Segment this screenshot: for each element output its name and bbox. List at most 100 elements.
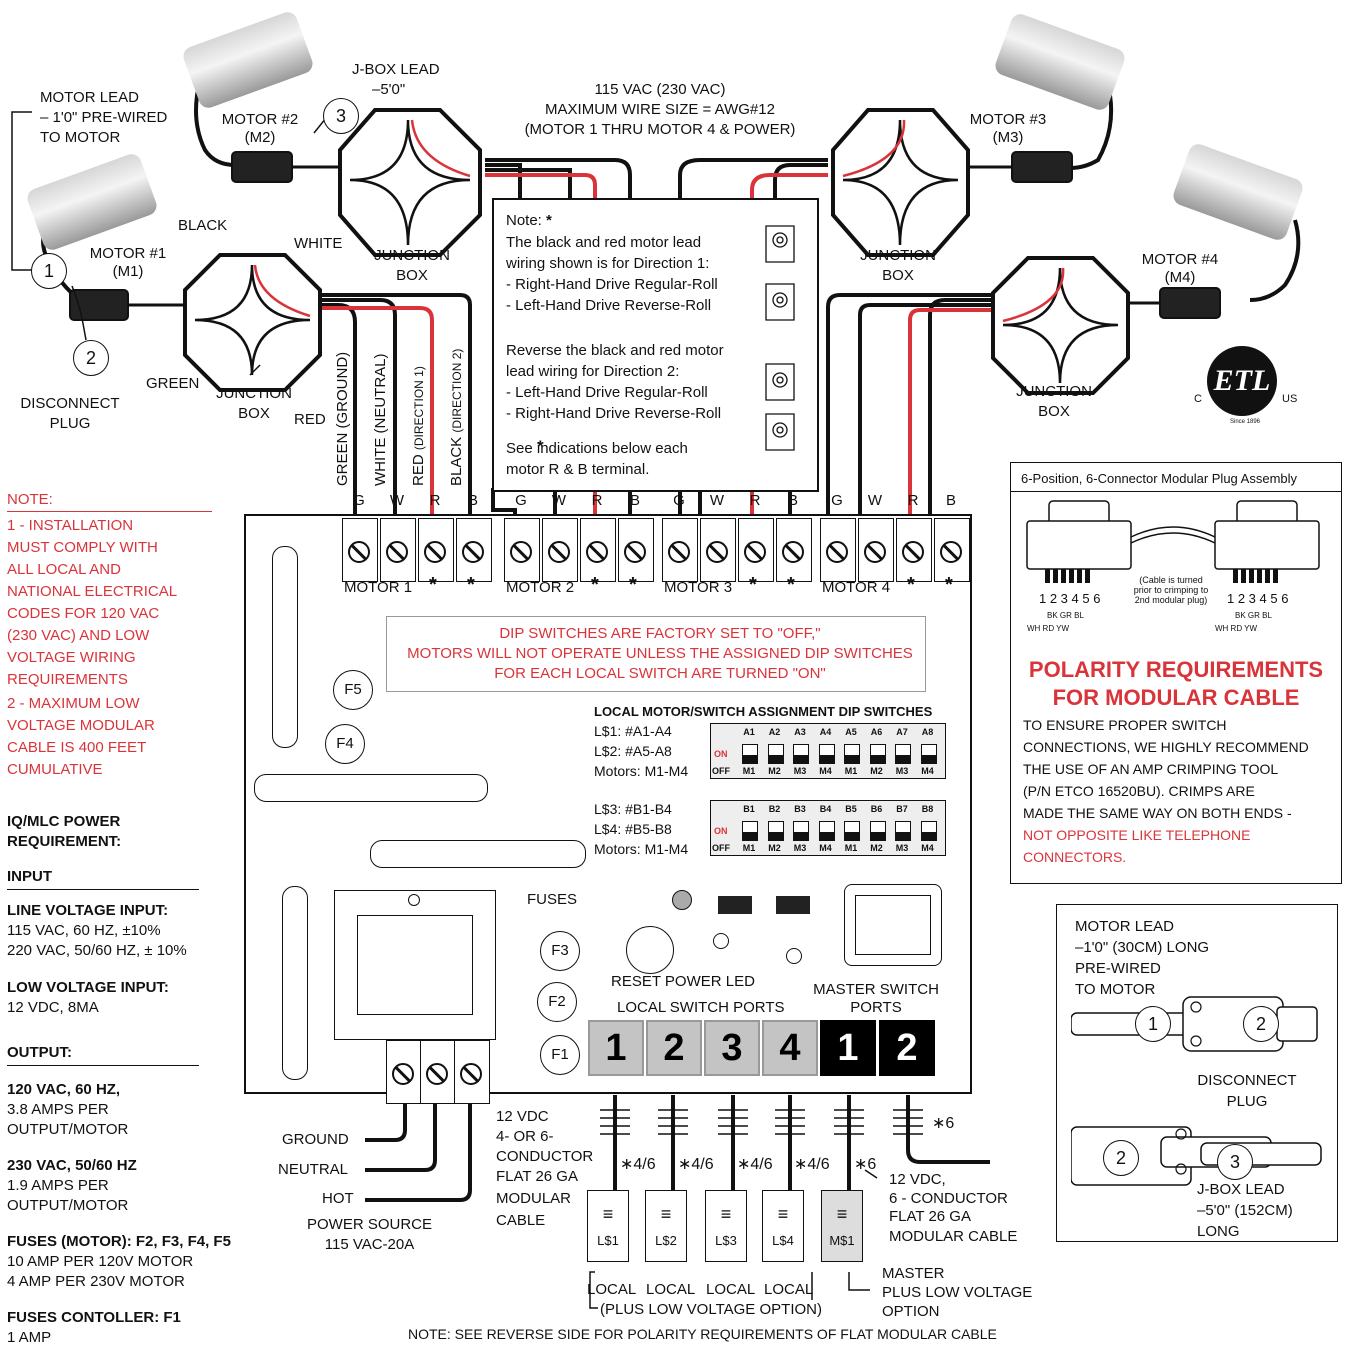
etl-logo-icon: ETL	[1207, 346, 1277, 416]
motor-terminal-8[interactable]	[618, 518, 654, 582]
conductor-count-master-2: ∗6	[932, 1115, 955, 1132]
note-line-9: See indications below each	[506, 440, 688, 457]
junction-box-2	[338, 108, 482, 257]
n2-line-3: CABLE IS 400 FEET	[7, 739, 147, 756]
n1-line-6: (230 VAC) AND LOW	[7, 627, 150, 644]
fuses-controller-1: 1 AMP	[7, 1329, 52, 1346]
junction-box-3	[831, 108, 970, 257]
motor-terminal-1[interactable]	[342, 518, 378, 582]
motor-terminal-6[interactable]	[542, 518, 578, 582]
callout-1: 1	[31, 253, 67, 289]
power-terminal-neutral[interactable]	[420, 1040, 456, 1104]
motor-terminal-16[interactable]	[934, 518, 970, 582]
motor-terminal-4[interactable]	[456, 518, 492, 582]
pin-numbers-left: 1 2 3 4 5 6	[1039, 591, 1101, 606]
callout-2: 2	[73, 340, 109, 376]
power-terminal-ground[interactable]	[386, 1040, 422, 1104]
polarity-title-2: FOR MODULAR CABLE	[1052, 685, 1300, 710]
plus-low-voltage-label: (PLUS LOW VOLTAGE OPTION)	[598, 1300, 824, 1319]
lead-jbox-3: LONG	[1197, 1223, 1240, 1240]
lead-box-line-2: –1'0" (30CM) LONG	[1075, 939, 1210, 956]
terminal-letter-6: W	[551, 492, 567, 509]
motor-terminal-5[interactable]	[504, 518, 540, 582]
polarity-header: 6-Position, 6-Connector Modular Plug Ass…	[1021, 471, 1298, 486]
motor-terminal-10[interactable]	[700, 518, 736, 582]
local-port-4[interactable]: 4	[762, 1020, 818, 1076]
output-120-a: 3.8 AMPS PER	[7, 1101, 109, 1118]
motor-terminal-14[interactable]	[858, 518, 894, 582]
terminal-letter-8: B	[629, 492, 640, 509]
modular-plug-diagram	[1026, 500, 1320, 583]
green-ground-label: GREEN (GROUND)	[334, 351, 351, 486]
jack-local-1: ≡L$1	[587, 1190, 629, 1262]
n1-line-1: 1 - INSTALLATION	[7, 517, 134, 534]
local-port-3[interactable]: 3	[704, 1020, 760, 1076]
direction-star-icon: *	[629, 574, 637, 596]
motor-1-label: MOTOR #1	[89, 245, 167, 262]
master-port-1[interactable]: 1	[820, 1020, 876, 1076]
n1-line-5: CODES FOR 120 VAC	[7, 605, 160, 622]
motor-3-id: (M3)	[992, 129, 1024, 146]
motor-terminal-9[interactable]	[662, 518, 698, 582]
terminal-letter-11: R	[749, 492, 761, 509]
power-terminal-hot[interactable]	[454, 1040, 490, 1104]
motor-terminal-15[interactable]	[896, 518, 932, 582]
output-230-a: 1.9 AMPS PER	[7, 1177, 109, 1194]
motor-2-label: MOTOR #2	[221, 111, 299, 128]
heatsink-3	[370, 840, 586, 868]
jack-local-2: ≡L$2	[645, 1190, 687, 1262]
direction-star-icon: *	[945, 574, 953, 596]
dip-b-on: ON	[714, 826, 728, 836]
master-cable-label-1: 12 VDC,	[889, 1171, 946, 1188]
footer-note: NOTE: SEE REVERSE SIDE FOR POLARITY REQU…	[408, 1326, 997, 1342]
lead-callout-2b: 2	[1103, 1140, 1139, 1176]
jbox-lead-label: J-BOX LEAD	[352, 61, 440, 78]
motor-terminal-13[interactable]	[820, 518, 856, 582]
heatsink-4	[282, 886, 308, 1080]
motor-terminal-7[interactable]	[580, 518, 616, 582]
master-label-3: OPTION	[882, 1303, 940, 1320]
motor-terminal-11[interactable]	[738, 518, 774, 582]
dip-b-off: OFF	[712, 843, 730, 853]
motor-3-label: MOTOR #3	[969, 111, 1047, 128]
heatsink-1	[272, 546, 298, 748]
local-label-2: LOCAL	[646, 1281, 696, 1298]
reset-button[interactable]	[626, 926, 674, 974]
terminal-letter-12: B	[787, 492, 798, 509]
n2-line-4: CUMULATIVE	[7, 761, 103, 778]
local-port-2[interactable]: 2	[646, 1020, 702, 1076]
master-switch-ports-label-1: MASTER SWITCH	[813, 981, 939, 998]
callout-3: 3	[323, 98, 359, 134]
power-source-label: POWER SOURCE	[306, 1216, 432, 1233]
motor-terminal-2[interactable]	[380, 518, 416, 582]
motor-terminal-3[interactable]	[418, 518, 454, 582]
lead-box-line-4: TO MOTOR	[1075, 981, 1156, 998]
motor-terminal-12[interactable]	[776, 518, 812, 582]
dip-b-line-1: L$3: #B1-B4	[594, 801, 672, 817]
etl-us: US	[1282, 393, 1298, 405]
terminal-letter-7: R	[591, 492, 603, 509]
local-port-1[interactable]: 1	[588, 1020, 644, 1076]
lead-jbox-2: –5'0" (152CM)	[1197, 1202, 1293, 1219]
master-port-2[interactable]: 2	[879, 1020, 935, 1076]
master-cable-label-4: MODULAR CABLE	[889, 1228, 1018, 1245]
red-direction1-label: RED (DIRECTION 1)	[410, 366, 427, 486]
polarity-body-2: CONNECTIONS, WE HIGHLY RECOMMEND	[1023, 739, 1309, 755]
note-line-3: - Right-Hand Drive Regular-Roll	[506, 276, 718, 293]
